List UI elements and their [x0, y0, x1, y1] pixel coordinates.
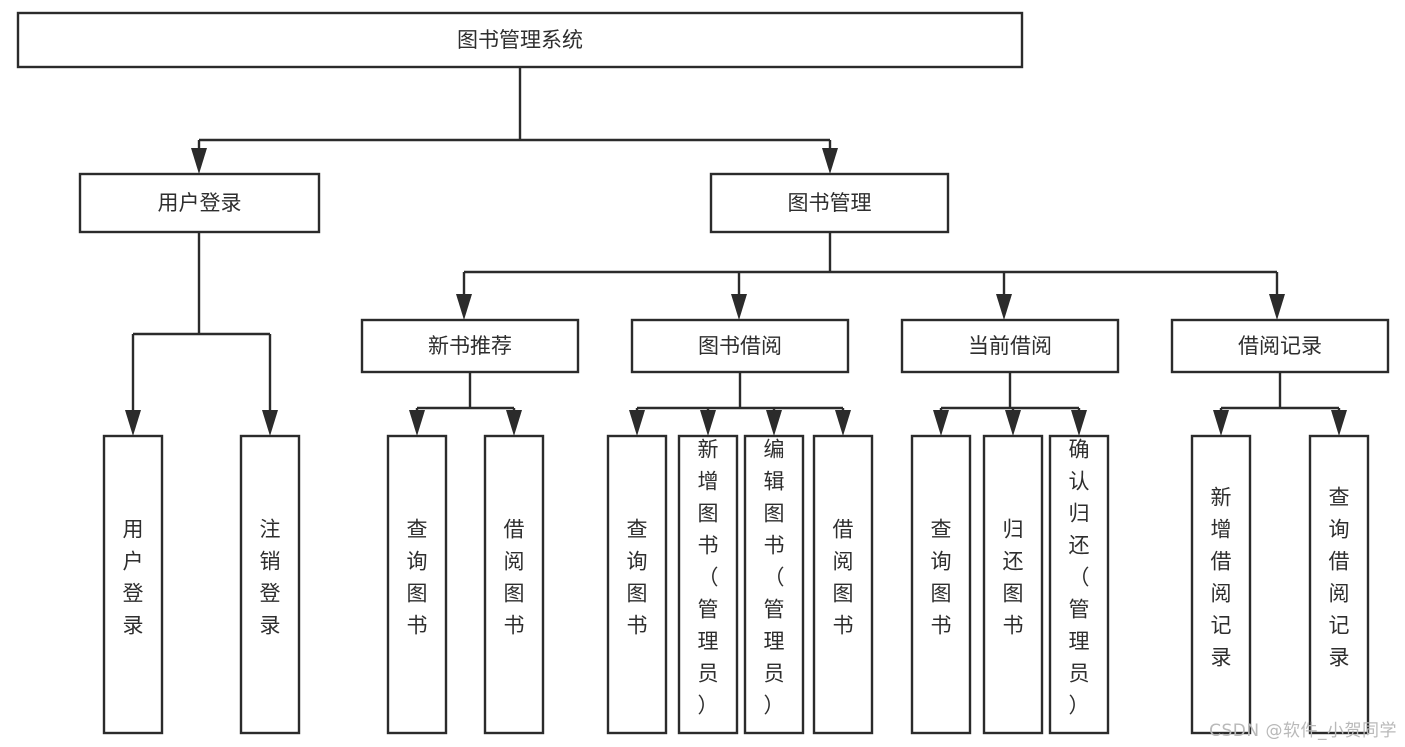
node-book-manage-rect: [709, 172, 950, 234]
node-root-rect: [16, 11, 1024, 69]
user-login-drop-1: [262, 410, 278, 436]
arrowhead-layer: [125, 148, 1347, 436]
node-leaf-logout-login-rect: [239, 434, 301, 735]
node-leaf-add-borrow-record-rect: [1190, 434, 1252, 735]
node-borrow-record-label: 借阅记录: [1238, 334, 1322, 358]
book-borrow-group-drop-2: [766, 410, 782, 436]
node-leaf-return-book-rect: [982, 434, 1044, 735]
node-leaf-borrow-book-1-rect: [483, 434, 545, 735]
node-current-borrow[interactable]: 当前借阅: [900, 318, 1120, 374]
node-leaf-borrow-book-2-rect: [812, 434, 874, 735]
node-leaf-user-login[interactable]: 用户登录: [102, 434, 164, 735]
node-leaf-return-book-label: 归还图书: [1003, 518, 1024, 638]
node-leaf-edit-book-admin[interactable]: 编辑图书（管理员）: [743, 434, 805, 735]
node-borrow-record[interactable]: 借阅记录: [1170, 318, 1390, 374]
node-leaf-query-borrow-record[interactable]: 查询借阅记录: [1308, 434, 1370, 735]
root-drop-1: [822, 148, 838, 174]
node-user-login-rect: [78, 172, 321, 234]
node-leaf-edit-book-admin-rect: [743, 434, 805, 735]
node-current-borrow-rect: [900, 318, 1120, 374]
book-manage-drop-3: [1269, 294, 1285, 320]
node-new-book-recommend[interactable]: 新书推荐: [360, 318, 580, 374]
borrow-record-group-drop-0: [1213, 410, 1229, 436]
node-leaf-edit-book-admin-label: 编辑图书（管理员）: [764, 438, 785, 718]
node-leaf-return-book[interactable]: 归还图书: [982, 434, 1044, 735]
node-leaf-query-book-2-rect: [606, 434, 668, 735]
node-leaf-borrow-book-2-label: 借阅图书: [833, 518, 854, 638]
node-leaf-add-book-admin[interactable]: 新增图书（管理员）: [677, 434, 739, 735]
node-leaf-user-login-rect: [102, 434, 164, 735]
node-user-login-label: 用户登录: [158, 191, 242, 215]
user-login-drop-0: [125, 410, 141, 436]
book-manage-drop-2: [996, 294, 1012, 320]
node-leaf-add-book-admin-rect: [677, 434, 739, 735]
node-leaf-query-borrow-record-label: 查询借阅记录: [1329, 486, 1350, 670]
node-leaf-confirm-return-admin-label: 确认归还（管理员）: [1069, 438, 1090, 718]
node-leaf-query-book-3-rect: [910, 434, 972, 735]
node-book-borrow-rect: [630, 318, 850, 374]
node-book-borrow-label: 图书借阅: [698, 334, 782, 358]
root-drop-0: [191, 148, 207, 174]
current-borrow-group-drop-2: [1071, 410, 1087, 436]
book-manage-drop-0: [456, 294, 472, 320]
node-root: 图书管理系统: [16, 11, 1024, 69]
node-leaf-borrow-book-1[interactable]: 借阅图书: [483, 434, 545, 735]
book-manage-drop-1: [731, 294, 747, 320]
node-leaf-query-book-1-label: 查询图书: [407, 518, 428, 638]
node-leaf-query-book-3-label: 查询图书: [931, 518, 952, 638]
node-leaf-query-book-2-label: 查询图书: [627, 518, 648, 638]
node-leaf-borrow-book-1-label: 借阅图书: [504, 518, 525, 638]
node-current-borrow-label: 当前借阅: [968, 334, 1052, 358]
connector-layer: [131, 67, 1341, 410]
node-leaf-add-borrow-record-label: 新增借阅记录: [1211, 486, 1232, 670]
new-book-recommend-group-drop-0: [409, 410, 425, 436]
book-borrow-group-drop-1: [700, 410, 716, 436]
current-borrow-group-drop-1: [1005, 410, 1021, 436]
node-leaf-query-book-2[interactable]: 查询图书: [606, 434, 668, 735]
book-borrow-group-drop-3: [835, 410, 851, 436]
node-layer: 图书管理系统用户登录图书管理新书推荐图书借阅当前借阅借阅记录用户登录注销登录查询…: [16, 11, 1390, 735]
node-book-manage-label: 图书管理: [788, 191, 872, 215]
node-leaf-user-login-label: 用户登录: [123, 518, 144, 638]
node-leaf-confirm-return-admin-rect: [1048, 434, 1110, 735]
node-leaf-query-book-3[interactable]: 查询图书: [910, 434, 972, 735]
book-borrow-group-drop-0: [629, 410, 645, 436]
node-book-borrow[interactable]: 图书借阅: [630, 318, 850, 374]
node-leaf-confirm-return-admin[interactable]: 确认归还（管理员）: [1048, 434, 1110, 735]
node-leaf-query-book-1-rect: [386, 434, 448, 735]
node-leaf-borrow-book-2[interactable]: 借阅图书: [812, 434, 874, 735]
node-user-login[interactable]: 用户登录: [78, 172, 321, 234]
borrow-record-group-drop-1: [1331, 410, 1347, 436]
node-borrow-record-rect: [1170, 318, 1390, 374]
node-leaf-logout-login[interactable]: 注销登录: [239, 434, 301, 735]
node-new-book-recommend-rect: [360, 318, 580, 374]
current-borrow-group-drop-0: [933, 410, 949, 436]
node-leaf-add-borrow-record[interactable]: 新增借阅记录: [1190, 434, 1252, 735]
node-book-manage[interactable]: 图书管理: [709, 172, 950, 234]
node-leaf-logout-login-label: 注销登录: [260, 518, 281, 638]
node-leaf-query-borrow-record-rect: [1308, 434, 1370, 735]
new-book-recommend-group-drop-1: [506, 410, 522, 436]
node-leaf-add-book-admin-label: 新增图书（管理员）: [698, 438, 719, 718]
node-root-label: 图书管理系统: [457, 28, 583, 52]
node-leaf-query-book-1[interactable]: 查询图书: [386, 434, 448, 735]
node-new-book-recommend-label: 新书推荐: [428, 334, 512, 358]
